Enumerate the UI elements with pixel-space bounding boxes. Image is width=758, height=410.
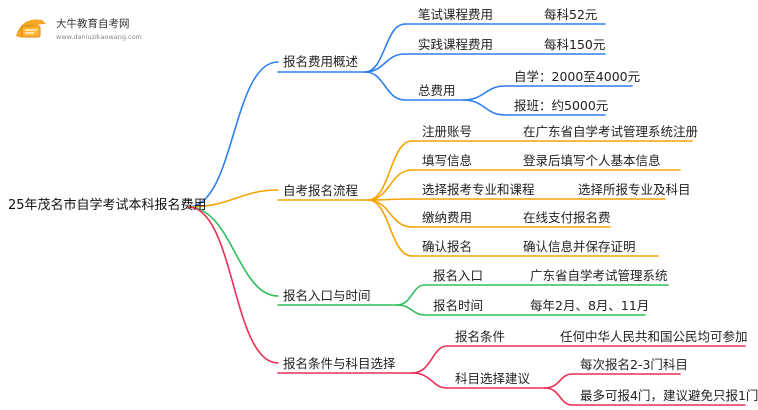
condition-req-label: 报名条件 [455, 329, 506, 344]
condition-advice-2: 最多可报4门，建议避免只报1门 [580, 388, 758, 403]
connector-root-fee [187, 61, 279, 208]
connector-entry-time [396, 304, 426, 316]
connector-advice-1 [544, 373, 573, 389]
connector-cond-1 [411, 345, 448, 374]
connector-fee-practice [364, 53, 406, 73]
condition-advice-1: 每次报名2-3门科目 [580, 357, 688, 372]
connector-advice-2 [544, 387, 573, 406]
connector-process-1 [367, 140, 413, 201]
connector-process-4 [367, 199, 413, 228]
connector-root-entry [187, 206, 279, 297]
connector-root-process [187, 189, 279, 208]
process-step-2-label: 填写信息 [422, 153, 473, 168]
connector-process-5 [367, 199, 413, 257]
fee-class: 报班：约5000元 [514, 98, 609, 113]
fee-written-label: 笔试课程费用 [418, 7, 494, 22]
brand-logo-icon [16, 19, 46, 38]
process-step-2-value: 登录后填写个人基本信息 [523, 153, 661, 168]
fee-total-label: 总费用 [418, 83, 456, 98]
process-step-5-label: 确认报名 [422, 239, 473, 254]
process-step-3-label: 选择报考专业和课程 [422, 182, 535, 197]
condition-advice-label: 科目选择建议 [455, 371, 531, 386]
branch-fee-label: 报名费用概述 [283, 54, 359, 69]
connector-process-2 [367, 169, 413, 201]
entry-portal-label: 报名入口 [433, 268, 484, 283]
connector-root-condition [187, 206, 279, 364]
branch-entry-label: 报名入口与时间 [283, 288, 371, 303]
root-topic: 25年茂名市自学考试本科报名费用 [8, 198, 207, 213]
entry-time-value: 每年2月、8月、11月 [530, 298, 650, 313]
fee-self-study: 自学：2000至4000元 [514, 69, 641, 84]
process-step-3-value: 选择所报专业及科目 [578, 182, 691, 197]
fee-practice-label: 实践课程费用 [418, 37, 494, 52]
connector-total-class [462, 99, 506, 116]
connector-fee-written [364, 23, 406, 73]
entry-portal-value: 广东省自学考试管理系统 [530, 268, 668, 283]
process-step-1-label: 注册账号 [422, 124, 473, 139]
fee-practice-value: 每科150元 [544, 37, 606, 52]
branch-process-label: 自考报名流程 [283, 183, 359, 198]
condition-req-value: 任何中华人民共和国公民均可参加 [560, 329, 748, 344]
brand-url: www.daniuzikaowang.com [56, 33, 142, 41]
brand-name: 大牛教育自考网 [56, 18, 130, 30]
process-step-4-label: 缴纳费用 [422, 210, 473, 225]
connector-entry-url [396, 284, 426, 306]
entry-time-label: 报名时间 [433, 298, 484, 313]
connector-total-self [462, 85, 506, 101]
connector-cond-2 [411, 372, 448, 389]
fee-written-value: 每科52元 [544, 7, 598, 22]
process-step-1-value: 在广东省自学考试管理系统注册 [523, 124, 699, 139]
process-step-5-value: 确认信息并保存证明 [523, 239, 636, 254]
branch-condition-label: 报名条件与科目选择 [283, 356, 396, 371]
connector-fee-total [364, 71, 406, 101]
process-step-4-value: 在线支付报名费 [523, 210, 611, 225]
